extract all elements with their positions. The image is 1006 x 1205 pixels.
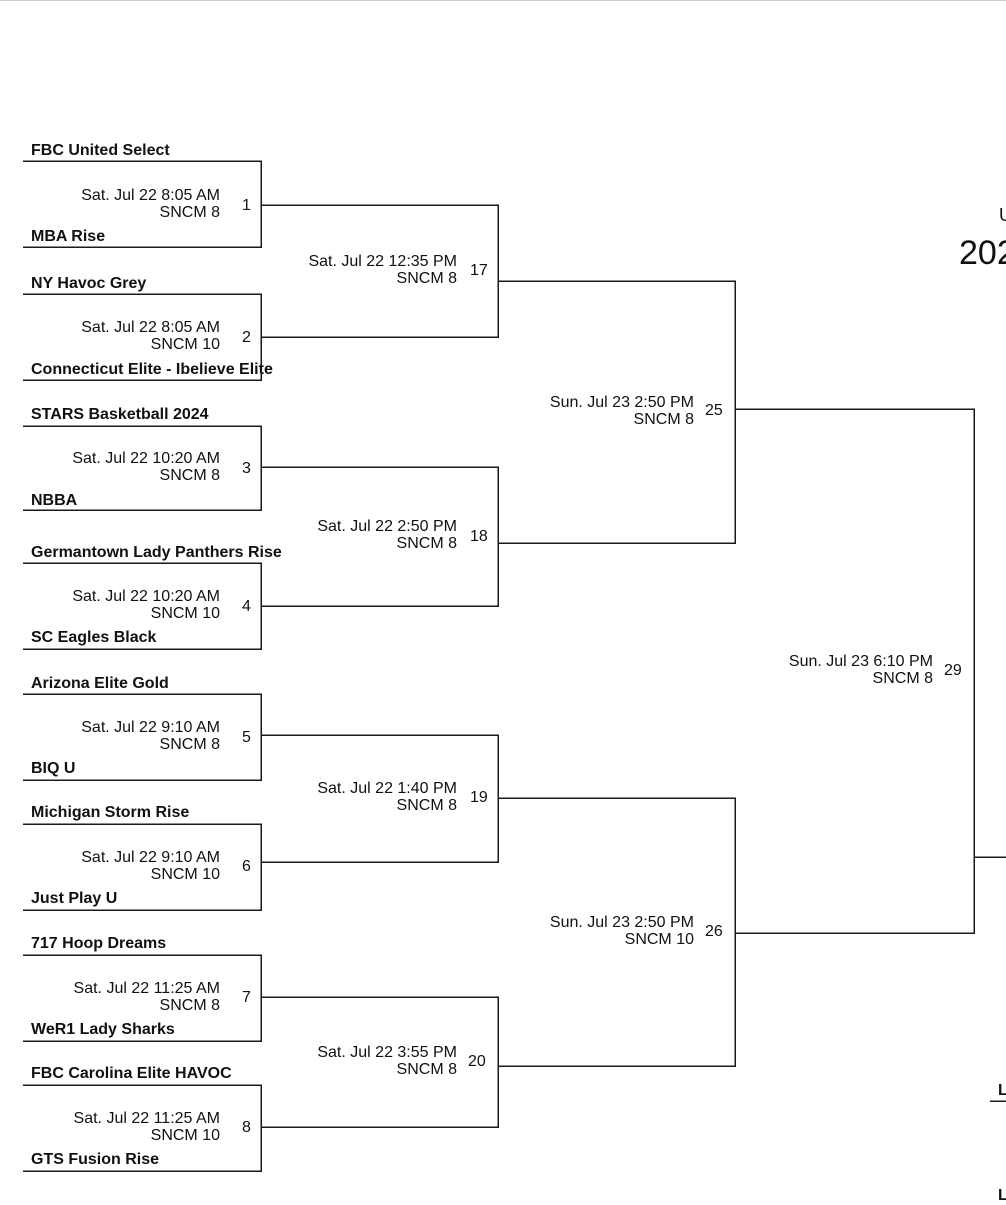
game-court: SNCM 8 — [396, 797, 457, 814]
game-date: Sat. Jul 22 10:20 AM — [72, 450, 220, 467]
game-number: 20 — [468, 1053, 486, 1070]
game-court: SNCM 10 — [150, 866, 220, 883]
game-court: SNCM 10 — [150, 1127, 220, 1144]
game-time: Sat. Jul 22 2:50 PM SNCM 8 — [317, 518, 457, 552]
game-number: 18 — [470, 528, 488, 545]
game-number: 6 — [242, 858, 251, 875]
team-top: FBC United Select — [31, 142, 170, 159]
game-date: Sat. Jul 22 11:25 AM — [73, 1110, 220, 1127]
team-top: 717 Hoop Dreams — [31, 935, 167, 952]
game-number: 1 — [242, 197, 251, 214]
game-time: Sat. Jul 22 9:10 AM SNCM 10 — [81, 849, 220, 883]
game-number: 17 — [470, 262, 488, 279]
game-time: Sat. Jul 22 10:20 AM SNCM 8 — [72, 450, 220, 484]
edge-label-fragment-1: L — [998, 1082, 1006, 1099]
game-date: Sat. Jul 22 9:10 AM — [81, 849, 220, 866]
game-time: Sat. Jul 22 3:55 PM SNCM 8 — [317, 1044, 457, 1078]
game-time: Sat. Jul 22 8:05 AM SNCM 8 — [81, 187, 220, 221]
team-bottom: NBBA — [31, 492, 78, 509]
r1-g1-bracket — [23, 160, 262, 248]
game-time: Sat. Jul 22 9:10 AM SNCM 8 — [81, 719, 220, 753]
team-top: Michigan Storm Rise — [31, 804, 190, 821]
game-court: SNCM 10 — [150, 605, 220, 622]
team-bottom: WeR1 Lady Sharks — [31, 1021, 175, 1038]
game-time: Sun. Jul 23 2:50 PM SNCM 8 — [550, 394, 694, 428]
game-time: Sat. Jul 22 10:20 AM SNCM 10 — [72, 588, 220, 622]
game-court: SNCM 10 — [150, 336, 220, 353]
game-time: Sun. Jul 23 2:50 PM SNCM 10 — [550, 914, 694, 948]
r1-g5-bracket — [23, 693, 262, 781]
game-court: SNCM 8 — [872, 670, 933, 687]
team-top: Germantown Lady Panthers Rise — [31, 544, 282, 561]
game-date: Sat. Jul 22 8:05 AM — [81, 187, 220, 204]
game-court: SNCM 8 — [633, 411, 694, 428]
game-time: Sun. Jul 23 6:10 PM SNCM 8 — [789, 653, 933, 687]
game-number: 8 — [242, 1119, 251, 1136]
game-court: SNCM 8 — [159, 736, 220, 753]
game-date: Sat. Jul 22 3:55 PM — [317, 1044, 457, 1061]
team-top: Arizona Elite Gold — [31, 675, 169, 692]
game-court: SNCM 8 — [396, 270, 457, 287]
game-number: 2 — [242, 329, 251, 346]
edge-year-fragment: 202 — [959, 234, 1006, 272]
r2-g20-bracket — [261, 996, 499, 1128]
game-time: Sat. Jul 22 11:25 AM SNCM 8 — [74, 980, 220, 1014]
game-date: Sat. Jul 22 11:25 AM — [73, 980, 220, 997]
edge-title-fragment: U — [999, 205, 1006, 225]
game-number: 26 — [705, 923, 723, 940]
team-bottom: SC Eagles Black — [31, 629, 157, 646]
game-date: Sun. Jul 23 2:50 PM — [549, 914, 694, 931]
r3-g26-bracket — [498, 797, 736, 1067]
game-number: 25 — [705, 402, 723, 419]
game-court: SNCM 8 — [159, 204, 220, 221]
team-bottom: Connecticut Elite - Ibelieve Elite — [31, 361, 273, 378]
game-date: Sat. Jul 22 10:20 AM — [72, 588, 220, 605]
team-top: NY Havoc Grey — [31, 275, 147, 292]
r3-g25-bracket — [498, 280, 736, 544]
game-time: Sat. Jul 22 11:25 AM SNCM 10 — [74, 1110, 220, 1144]
team-bottom: MBA Rise — [31, 228, 106, 245]
game-court: SNCM 8 — [396, 535, 457, 552]
team-bottom: BIQ U — [31, 760, 76, 777]
game-date: Sun. Jul 23 6:10 PM — [788, 653, 933, 670]
game-date: Sat. Jul 22 12:35 PM — [308, 253, 457, 270]
r1-g8-bracket — [23, 1084, 262, 1172]
game-number: 29 — [944, 662, 962, 679]
game-time: Sat. Jul 22 1:40 PM SNCM 8 — [317, 780, 457, 814]
r1-g7-bracket — [23, 954, 262, 1042]
team-bottom: Just Play U — [31, 890, 118, 907]
game-date: Sat. Jul 22 1:40 PM — [317, 780, 457, 797]
r2-g17-bracket — [261, 204, 499, 338]
game-number: 5 — [242, 729, 251, 746]
team-top: STARS Basketball 2024 — [31, 406, 209, 423]
game-date: Sat. Jul 22 9:10 AM — [81, 719, 220, 736]
game-date: Sat. Jul 22 2:50 PM — [317, 518, 457, 535]
game-court: SNCM 8 — [159, 997, 220, 1014]
top-rule — [0, 0, 1006, 1]
r4-g29-bracket — [735, 408, 975, 934]
game-time: Sat. Jul 22 12:35 PM SNCM 8 — [308, 253, 457, 287]
team-bottom: GTS Fusion Rise — [31, 1151, 160, 1168]
game-court: SNCM 8 — [159, 467, 220, 484]
edge-label-fragment-2: L — [998, 1187, 1006, 1204]
game-court: SNCM 10 — [624, 931, 694, 948]
game-date: Sat. Jul 22 8:05 AM — [81, 319, 220, 336]
game-time: Sat. Jul 22 8:05 AM SNCM 10 — [81, 319, 220, 353]
r2-g18-bracket — [261, 466, 499, 607]
game-number: 3 — [242, 460, 251, 477]
game-date: Sun. Jul 23 2:50 PM — [549, 394, 694, 411]
game-number: 4 — [242, 598, 251, 615]
r1-g3-bracket — [23, 425, 262, 511]
r1-g6-bracket — [23, 823, 262, 911]
game-number: 19 — [470, 789, 488, 806]
game-number: 7 — [242, 989, 251, 1006]
team-top: FBC Carolina Elite HAVOC — [31, 1065, 232, 1082]
game-court: SNCM 8 — [396, 1061, 457, 1078]
